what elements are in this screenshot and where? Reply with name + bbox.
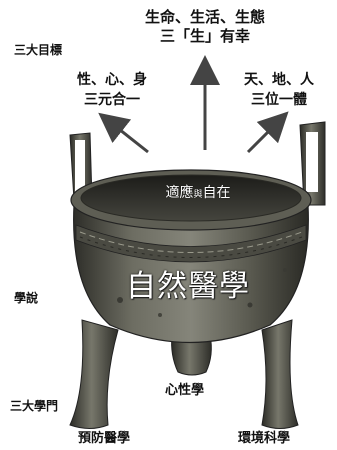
top-goal-label: 生命、生活、生態 三「生」有幸 (145, 8, 265, 46)
arrow-right (246, 111, 289, 154)
cauldron-body-label: 自然醫學 (126, 269, 250, 304)
top-goal-line1: 生命、生活、生態 (144, 8, 266, 26)
rim-label-left: 適應 (165, 185, 194, 201)
cauldron-legs (69, 319, 299, 429)
side-label-three-goals: 三大目標 (14, 43, 63, 57)
side-label-three-schools: 三大學門 (10, 399, 59, 413)
rim-label-join: 與 (193, 190, 203, 200)
left-goal-line2: 三元合一 (84, 92, 140, 108)
right-goal-line1: 天、地、人 (244, 72, 314, 88)
arrow-left (98, 112, 149, 154)
leg-label-right: 環境科學 (238, 431, 291, 446)
left-goal-line1: 性、心、身 (77, 72, 147, 88)
side-label-theory: 學說 (14, 291, 39, 305)
top-goal-line2: 三「生」有幸 (159, 27, 251, 45)
right-goal-line2: 三位一體 (251, 92, 307, 108)
cauldron-rim-label: 適應與自在 (165, 186, 230, 200)
leg-label-left: 預防醫學 (78, 431, 131, 446)
leg-label-middle: 心性學 (165, 383, 205, 398)
arrows (98, 55, 289, 154)
cauldron-body (70, 169, 312, 344)
right-goal-label: 天、地、人 三位一體 (244, 70, 314, 110)
left-goal-label: 性、心、身 三元合一 (77, 70, 147, 110)
rim-label-right: 自在 (202, 185, 231, 201)
